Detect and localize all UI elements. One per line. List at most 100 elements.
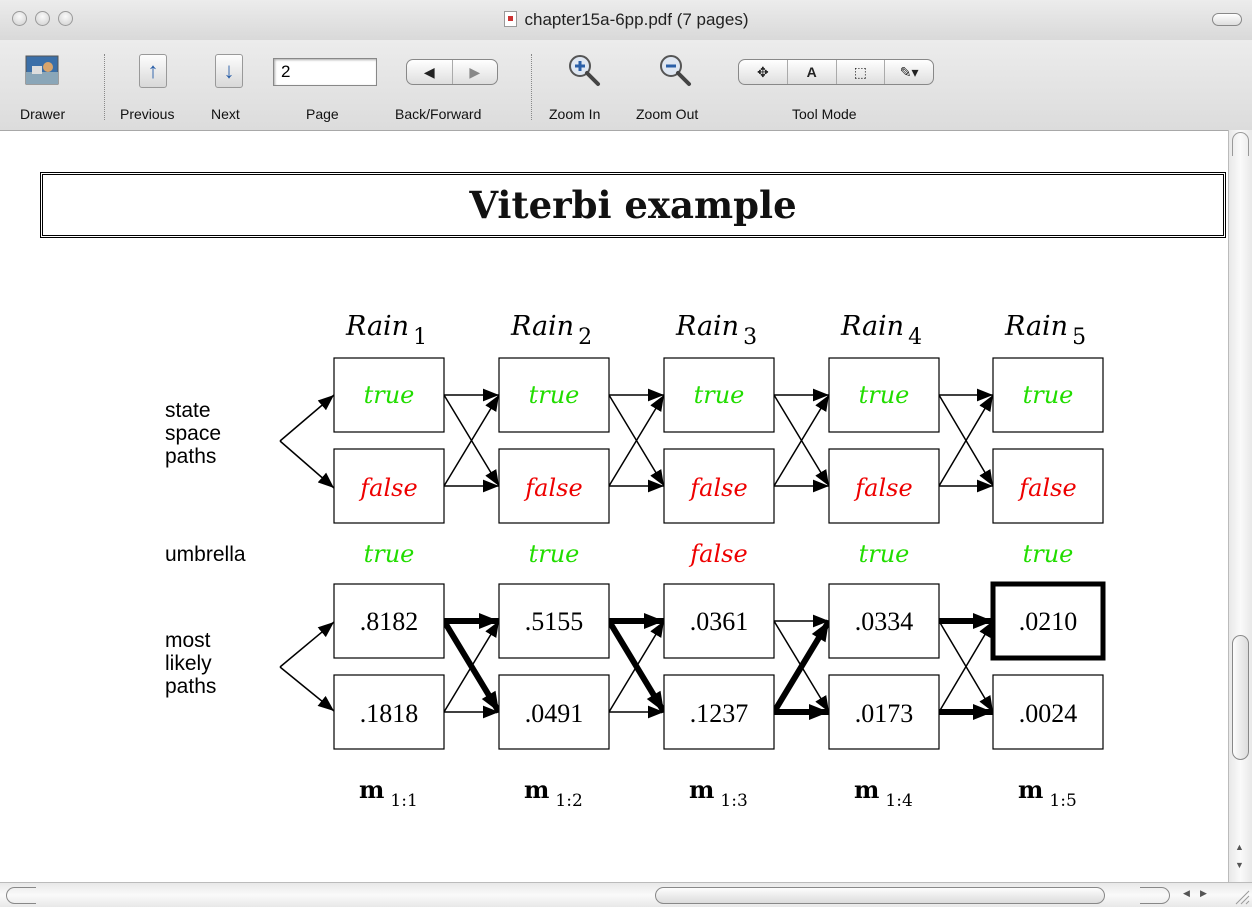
state-space-paths-label: paths bbox=[165, 445, 216, 468]
message-value-true: .0361 bbox=[690, 607, 749, 636]
marquee-select-icon: ⬚ bbox=[853, 64, 867, 80]
state-space-paths-label: state bbox=[165, 399, 211, 422]
next-page-button[interactable]: ↓ bbox=[215, 54, 243, 88]
state-box-true bbox=[828, 357, 940, 433]
message-value-false: .1818 bbox=[360, 699, 419, 728]
message-box-false bbox=[992, 674, 1104, 750]
prior-arrow bbox=[279, 621, 335, 668]
scroll-down-arrow-icon[interactable]: ▼ bbox=[1235, 860, 1244, 870]
drawer-label: Drawer bbox=[20, 106, 66, 122]
umbrella-value: true bbox=[529, 540, 580, 568]
state-false-label: false bbox=[358, 474, 417, 502]
horizontal-scroll-thumb[interactable] bbox=[655, 887, 1105, 904]
select-tool-button[interactable]: ⬚ bbox=[835, 60, 885, 84]
state-false-label: false bbox=[523, 474, 582, 502]
window-title: chapter15a-6pp.pdf (7 pages) bbox=[524, 10, 749, 29]
umbrella-value: false bbox=[688, 540, 747, 568]
transition-arrow bbox=[443, 620, 500, 713]
pdf-document-icon bbox=[503, 11, 517, 27]
vertical-scrollbar[interactable]: ▲ ▼ bbox=[1228, 130, 1252, 882]
umbrella-value: true bbox=[364, 540, 415, 568]
scroll-left-arrow-icon[interactable]: ◀ bbox=[1183, 888, 1190, 898]
message-value-true: .5155 bbox=[525, 607, 584, 636]
forward-button[interactable]: ▶ bbox=[451, 60, 498, 84]
toolbar-separator bbox=[104, 54, 105, 120]
transition-arrow bbox=[773, 394, 830, 487]
umbrella-value: true bbox=[859, 540, 910, 568]
resize-grip-icon[interactable] bbox=[1230, 885, 1250, 905]
horizontal-scrollbar[interactable]: ◀ ▶ bbox=[0, 882, 1252, 907]
state-box-false bbox=[333, 448, 445, 524]
most-likely-paths-label: likely bbox=[165, 652, 212, 675]
horizontal-scroll-track-right bbox=[1140, 887, 1170, 904]
message-box-false bbox=[498, 674, 610, 750]
state-space-paths-label: space bbox=[165, 422, 221, 445]
state-true-label: true bbox=[1023, 381, 1074, 409]
transition-arrow bbox=[938, 394, 994, 487]
minimize-window-button[interactable] bbox=[35, 11, 50, 26]
message-box-true bbox=[828, 583, 940, 659]
most-likely-paths-label: paths bbox=[165, 675, 216, 698]
message-box-true bbox=[990, 581, 1106, 661]
drawer-button[interactable] bbox=[20, 52, 68, 130]
close-window-button[interactable] bbox=[12, 11, 27, 26]
move-tool-button[interactable]: ✥ bbox=[739, 60, 787, 84]
annotate-tool-button[interactable]: ✎▾ bbox=[884, 60, 933, 84]
transition-arrow bbox=[443, 394, 500, 487]
message-box-true bbox=[498, 583, 610, 659]
message-box-false bbox=[663, 674, 775, 750]
message-box-true bbox=[663, 583, 775, 659]
state-box-true bbox=[498, 357, 610, 433]
drawer-icon bbox=[25, 55, 59, 85]
state-false-label: false bbox=[853, 474, 912, 502]
scroll-up-arrow-icon[interactable]: ▲ bbox=[1235, 842, 1244, 852]
back-button[interactable]: ◀ bbox=[423, 64, 435, 80]
most-likely-paths-label: most bbox=[165, 629, 211, 652]
message-value-true: .0210 bbox=[1019, 607, 1078, 636]
message-box-false bbox=[828, 674, 940, 750]
window-title-bar: chapter15a-6pp.pdf (7 pages) bbox=[0, 0, 1252, 41]
tool-mode-label: Tool Mode bbox=[792, 106, 857, 122]
message-value-false: .0491 bbox=[525, 699, 584, 728]
state-box-false bbox=[498, 448, 610, 524]
message-value-false: .0024 bbox=[1019, 699, 1078, 728]
vertical-scroll-thumb[interactable] bbox=[1232, 635, 1249, 760]
text-tool-button[interactable]: A bbox=[786, 60, 836, 84]
message-box-false bbox=[333, 674, 445, 750]
zoom-window-button[interactable] bbox=[58, 11, 73, 26]
toolbar-toggle-button[interactable] bbox=[1212, 13, 1242, 26]
vertical-scroll-track-top bbox=[1232, 132, 1249, 156]
state-true-label: true bbox=[694, 381, 745, 409]
move-icon: ✥ bbox=[757, 64, 769, 80]
state-true-label: true bbox=[859, 381, 910, 409]
state-false-label: false bbox=[688, 474, 747, 502]
tool-mode-control: ✥ A ⬚ ✎▾ bbox=[738, 59, 934, 85]
next-label: Next bbox=[211, 106, 240, 122]
transition-arrow bbox=[938, 620, 994, 713]
umbrella-value: true bbox=[1023, 540, 1074, 568]
state-true-label: true bbox=[364, 381, 415, 409]
zoom-out-label: Zoom Out bbox=[636, 106, 699, 122]
umbrella-label: umbrella bbox=[165, 543, 246, 566]
message-value-true: .0334 bbox=[855, 607, 914, 636]
state-true-label: true bbox=[529, 381, 580, 409]
arrow-up-icon: ↑ bbox=[147, 58, 159, 83]
state-box-true bbox=[333, 357, 445, 433]
zoom-in-button[interactable] bbox=[565, 52, 605, 92]
transition-arrow bbox=[771, 619, 832, 714]
transition-arrow bbox=[608, 394, 665, 487]
zoom-in-label: Zoom In bbox=[549, 106, 601, 122]
zoom-out-button[interactable] bbox=[656, 52, 696, 92]
scroll-right-arrow-icon[interactable]: ▶ bbox=[1200, 888, 1207, 898]
page-number-input[interactable]: 2 bbox=[273, 58, 377, 86]
previous-page-button[interactable]: ↑ bbox=[139, 54, 167, 88]
